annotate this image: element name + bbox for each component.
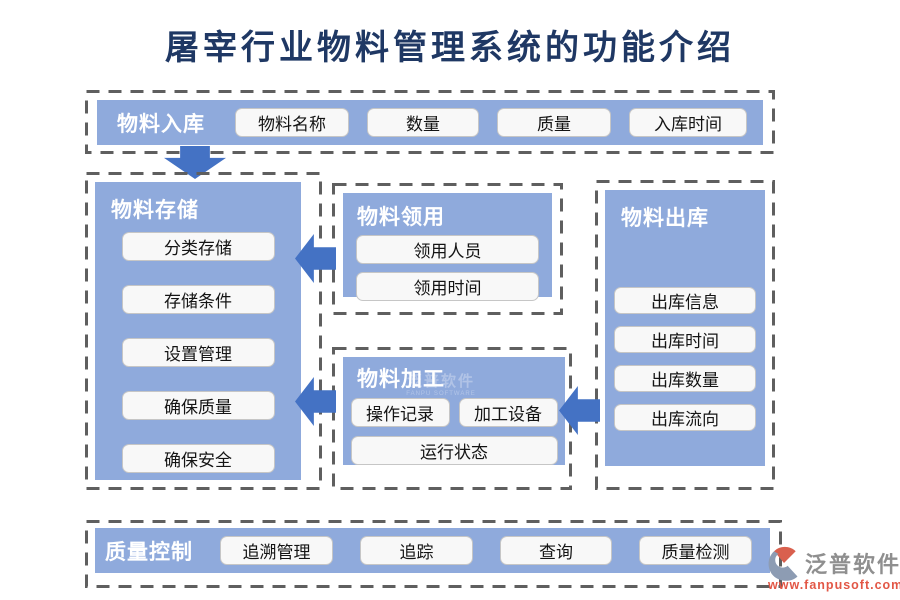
item-classified-storage: 分类存储 [121, 232, 275, 261]
section-storage: 物料存储 分类存储 存储条件 设置管理 确保质量 确保安全 [85, 172, 322, 490]
item-tracking: 追踪 [360, 536, 473, 565]
item-outbound-quantity: 出库数量 [614, 365, 756, 392]
item-inbound-time: 入库时间 [629, 108, 747, 137]
requisition-panel: 物料领用 领用人员 领用时间 [343, 193, 552, 301]
brand-logo-row: 泛普软件 [766, 545, 900, 581]
item-quality: 质量 [497, 108, 611, 137]
storage-items: 分类存储 存储条件 设置管理 确保质量 确保安全 [95, 232, 301, 473]
section-inbound: 物料入库 物料名称 数量 质量 入库时间 [85, 90, 775, 154]
processing-items-row2: 运行状态 [343, 436, 565, 465]
section-title-outbound: 物料出库 [621, 207, 709, 230]
item-outbound-time: 出库时间 [614, 326, 756, 353]
section-title-requisition: 物料领用 [357, 206, 445, 229]
brand-logo: 泛普软件 www.fanpusoft.com [766, 545, 900, 592]
item-ensure-safety: 确保安全 [121, 444, 275, 473]
item-quantity: 数量 [367, 108, 479, 137]
item-operation-record: 操作记录 [350, 398, 450, 427]
item-traceability-management: 追溯管理 [220, 536, 333, 565]
processing-items-row: 操作记录 加工设备 [343, 398, 565, 427]
item-running-status: 运行状态 [350, 436, 558, 465]
item-requisition-time: 领用时间 [356, 272, 539, 301]
section-title-processing: 物料加工 [357, 368, 445, 391]
item-ensure-quality: 确保质量 [121, 391, 275, 420]
item-outbound-info: 出库信息 [614, 287, 756, 314]
item-material-name: 物料名称 [235, 108, 349, 137]
requisition-items: 领用人员 领用时间 [343, 235, 552, 301]
section-requisition: 物料领用 领用人员 领用时间 [332, 183, 563, 315]
brand-name: 泛普软件 [805, 552, 900, 577]
item-processing-equipment: 加工设备 [458, 398, 558, 427]
brand-url: www.fanpusoft.com [768, 578, 900, 592]
section-title-inbound: 物料入库 [117, 112, 205, 136]
outbound-panel: 物料出库 出库信息 出库时间 出库数量 出库流向 [605, 190, 765, 466]
section-title-storage: 物料存储 [111, 199, 199, 222]
storage-panel: 物料存储 分类存储 存储条件 设置管理 确保质量 确保安全 [95, 182, 301, 480]
section-processing: 物料加工 操作记录 加工设备 运行状态 [332, 347, 572, 490]
page-title: 屠宰行业物料管理系统的功能介绍 [165, 29, 735, 67]
processing-panel: 物料加工 操作记录 加工设备 运行状态 [343, 357, 565, 465]
item-storage-conditions: 存储条件 [121, 285, 275, 314]
dashed-border [85, 172, 322, 490]
item-requisition-person: 领用人员 [356, 235, 539, 264]
item-outbound-flow: 出库流向 [614, 404, 756, 431]
inbound-banner: 物料入库 物料名称 数量 质量 入库时间 [97, 100, 763, 145]
section-outbound: 物料出库 出库信息 出库时间 出库数量 出库流向 [595, 180, 775, 490]
section-quality: 质量控制 追溯管理 追踪 查询 质量检测 [85, 520, 782, 588]
item-settings-management: 设置管理 [121, 338, 275, 367]
quality-banner: 质量控制 追溯管理 追踪 查询 质量检测 [95, 528, 770, 573]
section-title-quality: 质量控制 [105, 540, 193, 564]
outbound-items: 出库信息 出库时间 出库数量 出库流向 [605, 287, 765, 431]
dashed-border [595, 180, 775, 490]
fanpu-swirl-icon [768, 546, 798, 581]
item-query: 查询 [500, 536, 612, 565]
item-quality-inspection: 质量检测 [639, 536, 752, 565]
dashed-border [332, 347, 572, 490]
